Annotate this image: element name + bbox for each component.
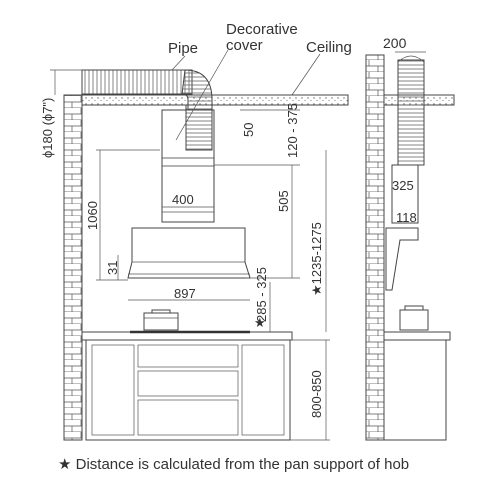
dim-897: 897 bbox=[174, 286, 196, 301]
footnote: ★ Distance is calculated from the pan su… bbox=[58, 456, 410, 473]
decorative-label-line1: Decorative bbox=[226, 21, 298, 38]
dim-50: 50 bbox=[241, 123, 256, 137]
dim-side-118: 118 bbox=[396, 210, 417, 225]
flex-pipe-vertical bbox=[185, 104, 213, 151]
cover-joint bbox=[161, 157, 215, 167]
side-countertop bbox=[383, 331, 451, 341]
pan bbox=[143, 309, 179, 331]
cabinet bbox=[85, 339, 291, 441]
side-pan bbox=[399, 305, 429, 331]
side-cover bbox=[391, 164, 419, 224]
left-brick-wall bbox=[63, 94, 83, 441]
dim-120-375: 120 - 375 bbox=[285, 103, 300, 158]
right-brick-wall bbox=[365, 54, 385, 441]
star-mark: ★ bbox=[254, 315, 266, 330]
dim-400: 400 bbox=[172, 192, 194, 207]
side-cabinet bbox=[383, 339, 447, 441]
side-hood bbox=[385, 227, 419, 291]
side-width-label: 200 bbox=[383, 35, 407, 51]
side-pipe bbox=[397, 59, 425, 166]
ceiling-label: Ceiling bbox=[306, 39, 352, 56]
duct-diameter-label: ϕ180 (ϕ7") bbox=[40, 98, 55, 158]
ceiling-slab bbox=[81, 94, 349, 106]
dim-1060: 1060 bbox=[85, 201, 100, 230]
dim-1235-1275: ★1235-1275 bbox=[309, 222, 324, 296]
pipe-label: Pipe bbox=[168, 40, 198, 57]
flex-pipe-horizontal bbox=[81, 69, 193, 95]
dim-31: 31 bbox=[105, 261, 120, 275]
hood-body bbox=[127, 227, 251, 279]
decorative-label-line2: cover bbox=[226, 37, 263, 54]
dim-side-325: 325 bbox=[392, 178, 414, 193]
dim-285-325: 285 - 325 bbox=[254, 267, 269, 322]
dim-800-850: 800-850 bbox=[309, 370, 324, 418]
dim-505: 505 bbox=[276, 190, 291, 212]
